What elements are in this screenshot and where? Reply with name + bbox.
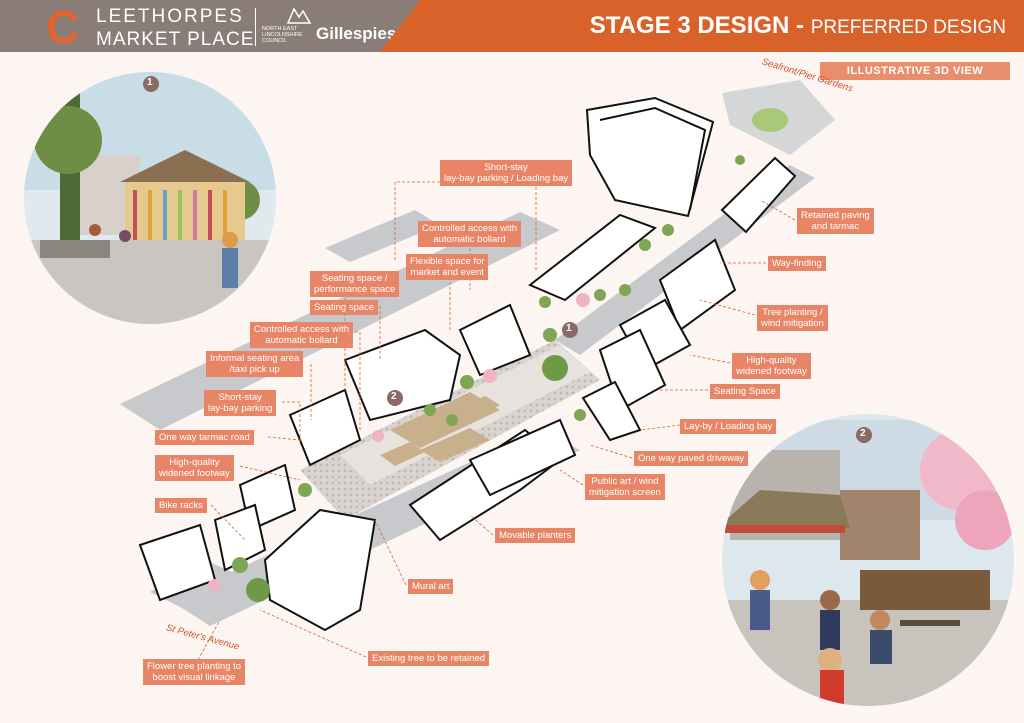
marker-2-vignette: 2	[860, 428, 866, 439]
marker-2-plan: 2	[391, 391, 397, 402]
trees	[208, 155, 745, 602]
marker-1-plan: 1	[566, 323, 572, 334]
header: C LEETHORPES MARKET PLACE NORTH EAST LIN…	[0, 0, 1024, 52]
logo-line2: MARKET PLACE	[96, 29, 255, 50]
vignette-1	[24, 72, 276, 324]
label-existing-tree: Existing tree to be retained	[368, 651, 490, 666]
label-tree-planting: Tree planting / wind mitigation	[757, 305, 828, 331]
label-wayfinding: Way-finding	[768, 256, 826, 271]
council-name: NORTH EAST LINCOLNSHIRE COUNCIL	[262, 26, 303, 44]
council-crest-icon	[286, 7, 312, 24]
title-bar: STAGE 3 DESIGN - PREFERRED DESIGN	[380, 0, 1024, 52]
label-layby: Lay-by / Loading bay	[680, 419, 777, 434]
label-informal: Informal seating area /taxi pick up	[206, 351, 304, 377]
logo-block: C LEETHORPES MARKET PLACE NORTH EAST LIN…	[0, 0, 420, 52]
label-controlled-top: Controlled access with automatic bollard	[418, 221, 522, 247]
label-short-stay-top: Short-stay lay-bay parking / Loading bay	[440, 160, 573, 186]
label-seating-right: Seating Space	[710, 384, 780, 399]
label-bike: Bike racks	[155, 498, 207, 513]
logo-divider	[255, 8, 256, 46]
page-title: STAGE 3 DESIGN - PREFERRED DESIGN	[590, 12, 1006, 40]
label-short-stay-left: Short-stay lay-bay parking	[204, 390, 277, 416]
title-separator: -	[789, 12, 811, 39]
label-retained-paving: Retained paving and tarmac	[797, 208, 874, 234]
title-main: STAGE 3 DESIGN	[589, 12, 790, 39]
label-hq-left: High-quality widened footway	[155, 455, 234, 481]
label-seating-left: Seating space	[310, 300, 379, 315]
label-flower-tree: Flower tree planting to boost visual lin…	[143, 659, 245, 685]
label-hq-right: High-quality widened footway	[732, 353, 811, 379]
label-controlled-left: Controlled access with automatic bollard	[250, 322, 354, 348]
marker-1-vignette: 1	[147, 77, 153, 88]
vignette-2	[722, 414, 1014, 706]
label-one-way-tarmac: One way tarmac road	[155, 430, 254, 445]
label-movable: Movable planters	[495, 528, 576, 543]
label-public-art: Public art / wind mitigation screen	[585, 474, 665, 500]
view-tag: ILLUSTRATIVE 3D VIEW	[820, 62, 1010, 80]
logo-letter: C	[46, 1, 80, 53]
title-subtitle: PREFERRED DESIGN	[810, 17, 1006, 38]
label-seating-perf: Seating space / performance space	[310, 271, 400, 297]
label-mural: Mural art	[408, 579, 454, 594]
square-paving	[300, 340, 600, 520]
label-one-way-paved: One way paved driveway	[634, 451, 749, 466]
buildings	[138, 96, 797, 632]
firm-name: Gillespies	[316, 24, 397, 43]
logo-line1: LEETHORPES	[96, 6, 244, 27]
markers	[143, 76, 872, 443]
label-flexible: Flexible space for market and event	[406, 254, 489, 280]
